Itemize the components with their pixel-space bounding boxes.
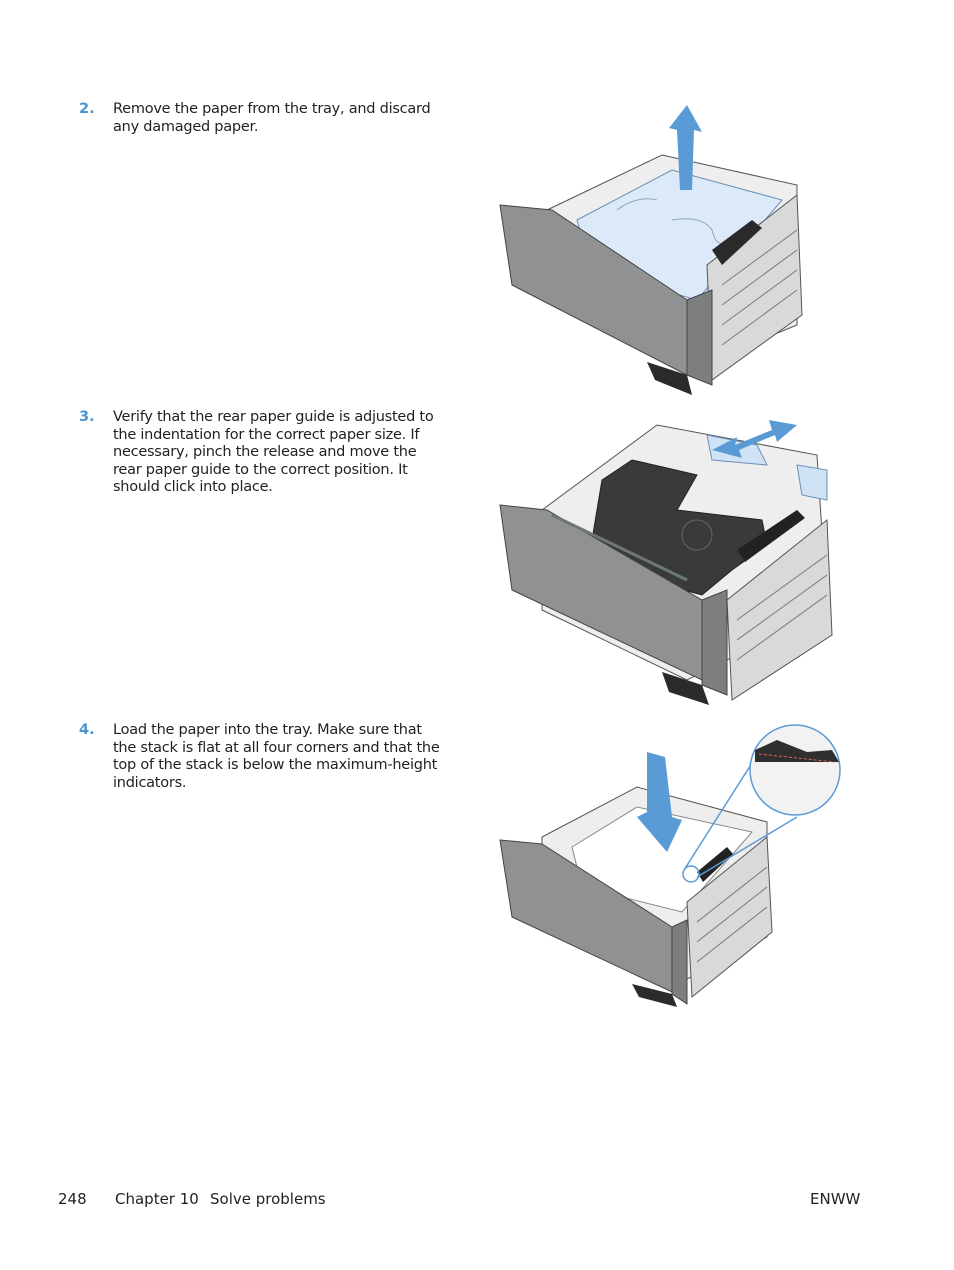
page-number: 248 [58, 1190, 87, 1208]
step-number: 3. [79, 409, 95, 425]
step-text: Verify that the rear paper guide is adju… [113, 409, 434, 496]
step-number: 4. [79, 722, 95, 738]
step-text: Remove the paper from the tray, and disc… [113, 101, 431, 135]
tray-rear-guide-illustration [499, 420, 833, 705]
tray-remove-paper-illustration [499, 105, 803, 395]
chapter-label: Chapter 10 [115, 1190, 199, 1208]
locale-code: ENWW [810, 1190, 861, 1208]
chapter-title: Solve problems [210, 1190, 326, 1208]
step-text: Load the paper into the tray. Make sure … [113, 722, 440, 791]
step-number: 2. [79, 101, 95, 117]
tray-load-paper-illustration [499, 724, 841, 1007]
